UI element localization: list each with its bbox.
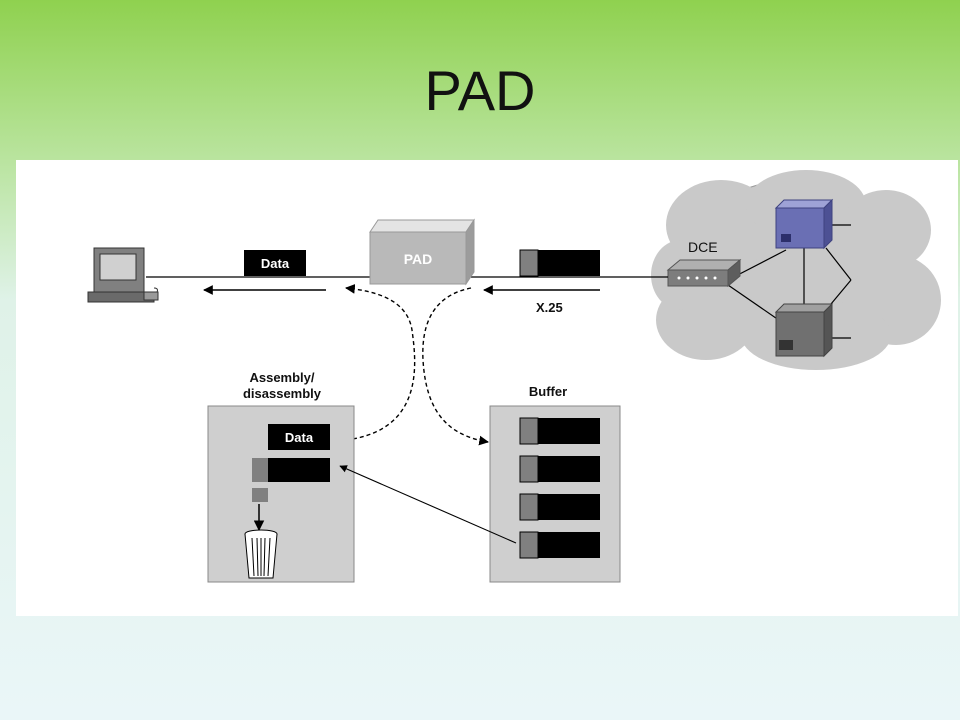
pad-device: PAD — [369, 218, 475, 286]
assembled-data-label: Data — [285, 430, 314, 445]
dce-modem-icon — [666, 258, 742, 288]
data-packet: Data — [244, 250, 306, 276]
data-packet-label: Data — [261, 256, 290, 271]
buffer-box — [489, 405, 621, 583]
x25-packet — [519, 249, 600, 277]
assembly-disassembly-box: Data — [207, 405, 355, 583]
slide-title: PAD — [424, 59, 536, 122]
dce-label: DCE — [688, 239, 718, 255]
pad-label: PAD — [404, 251, 433, 267]
assembly-label: Assembly/ — [249, 370, 314, 385]
trash-icon — [244, 529, 278, 579]
server-icon — [774, 198, 834, 250]
buffer-label: Buffer — [529, 384, 567, 399]
disassembly-label: disassembly — [243, 386, 322, 401]
pad-diagram: DCE Data PAD X.25 Assembly/ disassembly — [87, 170, 941, 583]
x25-label: X.25 — [536, 300, 563, 315]
diagram-panel: DCE Data PAD X.25 Assembly/ disassembly — [16, 160, 958, 616]
server-icon — [774, 302, 834, 358]
terminal-icon — [87, 247, 159, 303]
